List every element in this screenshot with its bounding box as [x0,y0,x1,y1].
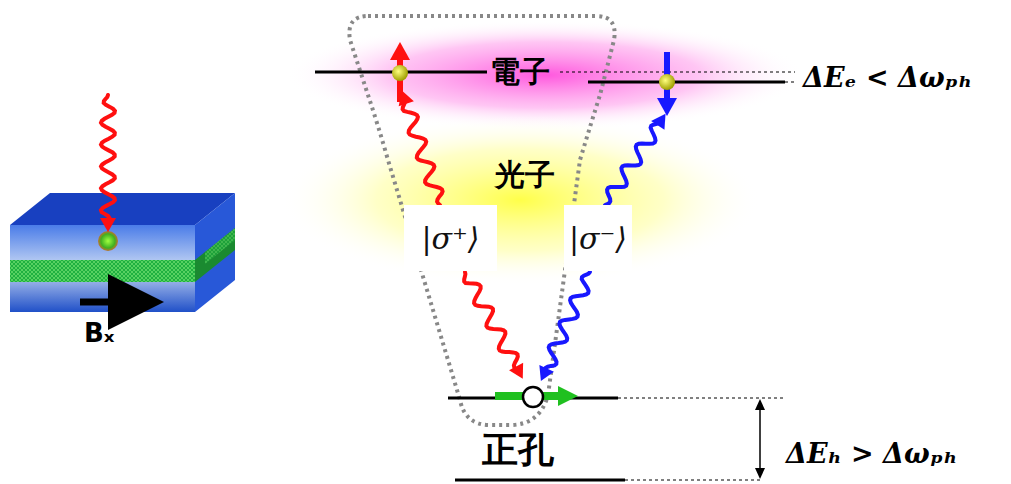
photon-wave [403,100,443,205]
arrow-head [100,218,116,232]
arrow-head [509,363,523,379]
polarization-box: |σ⁺⟩ [404,205,497,271]
photon-wave [545,272,590,372]
energy-relation: ΔEₕ > Δωₚₕ [786,438,957,469]
particle-name: 正孔 [482,426,554,475]
polarization-box: |σ⁻⟩ [564,205,632,271]
arrow-head [539,365,554,381]
particle-name: 電子 [490,52,550,93]
photon-wave [605,122,660,205]
particle-name: 光子 [495,155,555,196]
polarization-state: |σ⁺⟩ [421,221,479,256]
field-label: Bₓ [84,318,115,348]
arrow-head [651,114,665,130]
polarization-state: |σ⁻⟩ [569,221,627,256]
arrow-head [399,91,414,107]
photon-wave [101,95,115,222]
photon-wave [464,272,518,370]
energy-relation: ΔEₑ < Δωₚₕ [803,62,972,93]
